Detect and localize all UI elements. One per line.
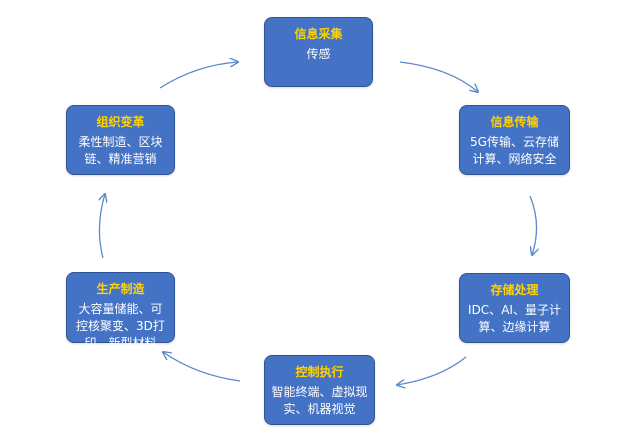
node-title: 生产制造 [96, 282, 145, 296]
node-desc: IDC、AI、量子计算、边缘计算 [468, 303, 561, 334]
arrow-control-to-manufacture [163, 352, 241, 382]
node-control-execution: 控制执行 智能终端、虚拟现实、机器视觉 [264, 355, 375, 425]
node-desc: 大容量储能、可控核聚变、3D打印、新型材料 [76, 302, 165, 350]
node-title: 控制执行 [295, 365, 344, 379]
arrow-org-to-collect [159, 62, 238, 89]
node-desc: 智能终端、虚拟现实、机器视觉 [271, 385, 368, 416]
node-organizational-change: 组织变革 柔性制造、区块链、精准营销 [66, 105, 175, 175]
node-production-manufacturing: 生产制造 大容量储能、可控核聚变、3D打印、新型材料 [66, 272, 175, 350]
node-info-transmission: 信息传输 5G传输、云存储计算、网络安全 [459, 105, 570, 175]
node-info-collection: 信息采集 传感 [264, 17, 373, 87]
node-desc: 5G传输、云存储计算、网络安全 [470, 135, 559, 166]
node-title: 组织变革 [96, 115, 145, 129]
node-desc: 传感 [306, 47, 331, 61]
arrow-transmit-to-storage [529, 195, 537, 255]
arrow-manufacture-to-org [99, 194, 105, 259]
arrow-collect-to-transmit [399, 61, 478, 92]
node-title: 存储处理 [490, 283, 539, 297]
node-title: 信息传输 [490, 115, 539, 129]
node-storage-processing: 存储处理 IDC、AI、量子计算、边缘计算 [459, 273, 570, 343]
node-desc: 柔性制造、区块链、精准营销 [78, 135, 163, 166]
arrow-storage-to-control [397, 356, 467, 385]
node-title: 信息采集 [294, 27, 343, 41]
